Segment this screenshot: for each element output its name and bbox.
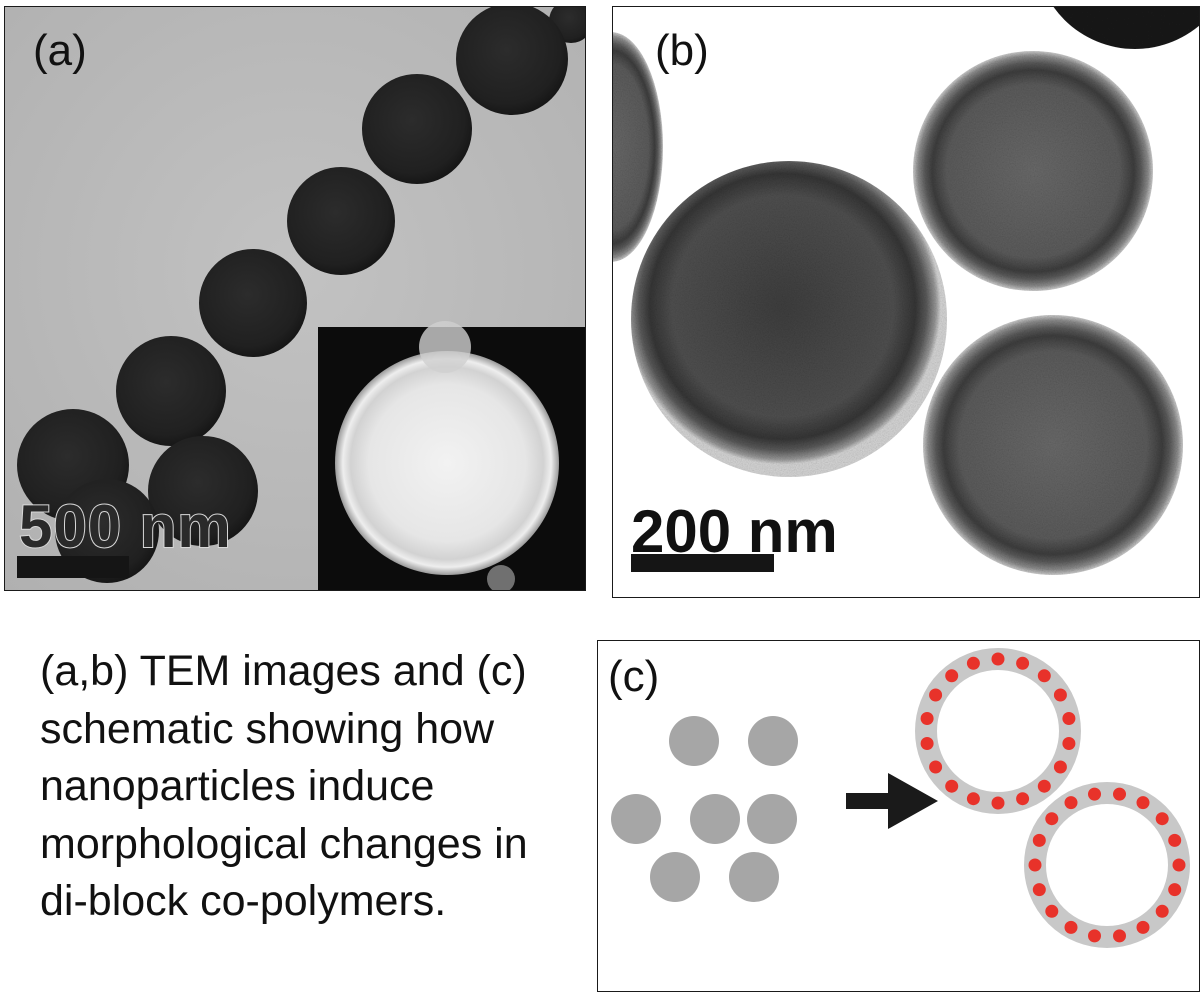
red-nanoparticle bbox=[1062, 737, 1076, 750]
scale-bar-label-a: 500 nm bbox=[18, 493, 232, 560]
red-nanoparticle bbox=[1136, 920, 1150, 934]
red-nanoparticle bbox=[1037, 779, 1051, 793]
red-nanoparticle bbox=[1113, 929, 1126, 943]
red-nanoparticle bbox=[1113, 787, 1126, 801]
vesicle-schematic-1 bbox=[915, 648, 1081, 814]
red-nanoparticle bbox=[1053, 760, 1067, 774]
red-nanoparticle bbox=[966, 792, 980, 806]
red-nanoparticle bbox=[929, 688, 943, 702]
scale-bar-b bbox=[631, 554, 774, 572]
red-nanoparticle bbox=[920, 712, 934, 725]
scale-bar-label-b: 200 nm bbox=[631, 498, 838, 565]
tem-image-panel-b: (b) 200 nm bbox=[612, 6, 1200, 598]
red-nanoparticle bbox=[1045, 812, 1059, 826]
figure-caption: (a,b) TEM images and (c) schematic showi… bbox=[40, 647, 528, 925]
red-nanoparticle bbox=[1064, 796, 1078, 810]
red-nanoparticle bbox=[1062, 712, 1076, 725]
scale-bar-a bbox=[17, 556, 129, 578]
red-nanoparticle bbox=[929, 760, 943, 774]
vesicles bbox=[613, 7, 1199, 575]
red-nanoparticle bbox=[920, 737, 934, 750]
red-nanoparticle bbox=[1032, 833, 1046, 847]
red-nanoparticle bbox=[1016, 792, 1030, 806]
red-nanoparticle bbox=[1028, 858, 1042, 872]
red-nanoparticle bbox=[1053, 688, 1067, 702]
red-nanoparticle bbox=[945, 779, 959, 793]
red-nanoparticle bbox=[1064, 920, 1078, 934]
arrow-right-icon bbox=[846, 773, 938, 829]
tem-image-panel-a: (a) 500 nm bbox=[4, 6, 586, 591]
red-nanoparticle bbox=[1168, 833, 1182, 847]
schematic-panel-c: (c) bbox=[597, 640, 1200, 992]
inset-dark-field-image bbox=[318, 321, 585, 590]
panel-b-label: (b) bbox=[655, 26, 709, 75]
gray-particle-cluster bbox=[611, 716, 798, 902]
red-nanoparticle bbox=[1088, 787, 1101, 801]
red-nanoparticle bbox=[945, 669, 959, 683]
tem-micrograph-b bbox=[613, 7, 1199, 597]
red-nanoparticle bbox=[1045, 904, 1059, 918]
red-nanoparticle bbox=[1172, 858, 1186, 872]
schematic-diagram bbox=[611, 648, 1190, 948]
red-nanoparticle bbox=[991, 796, 1005, 810]
red-nanoparticle bbox=[1016, 656, 1030, 670]
red-nanoparticle bbox=[1136, 796, 1150, 810]
red-nanoparticle bbox=[1168, 883, 1182, 897]
red-nanoparticle bbox=[1155, 904, 1169, 918]
tem-micrograph-a bbox=[5, 7, 585, 590]
red-nanoparticle bbox=[1037, 669, 1051, 683]
red-nanoparticle bbox=[1032, 883, 1046, 897]
red-nanoparticle bbox=[1088, 929, 1101, 943]
red-nanoparticle bbox=[991, 652, 1005, 666]
panel-c-label: (c) bbox=[608, 652, 660, 701]
vesicle-schematic-2 bbox=[1024, 782, 1190, 948]
red-nanoparticle bbox=[1155, 812, 1169, 826]
red-nanoparticle bbox=[966, 656, 980, 670]
panel-a-label: (a) bbox=[33, 26, 87, 75]
